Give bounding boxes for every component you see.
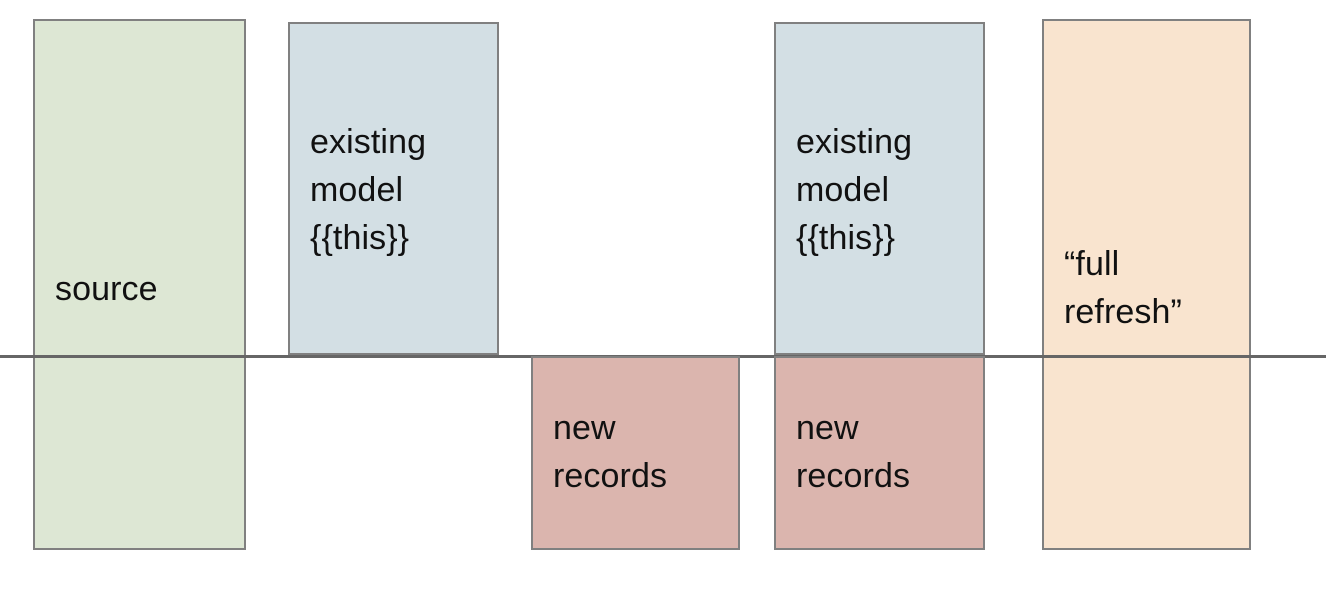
block-existing-model-2[interactable] <box>774 22 985 355</box>
block-new-records-1-label: new records <box>553 409 668 495</box>
block-new-records-2-label: new records <box>796 409 911 495</box>
block-existing-model-1[interactable] <box>288 22 499 355</box>
block-full-refresh-label: “full refresh” <box>1064 245 1182 331</box>
block-source[interactable] <box>33 19 246 550</box>
block-new-records-2[interactable] <box>774 356 985 550</box>
block-full-refresh[interactable] <box>1042 19 1251 550</box>
block-existing-model-2-label: existing model {{this}} <box>796 123 913 257</box>
block-new-records-1[interactable] <box>531 356 740 550</box>
block-existing-model-1-label: existing model {{this}} <box>310 123 427 257</box>
block-source-label: source <box>55 270 158 308</box>
